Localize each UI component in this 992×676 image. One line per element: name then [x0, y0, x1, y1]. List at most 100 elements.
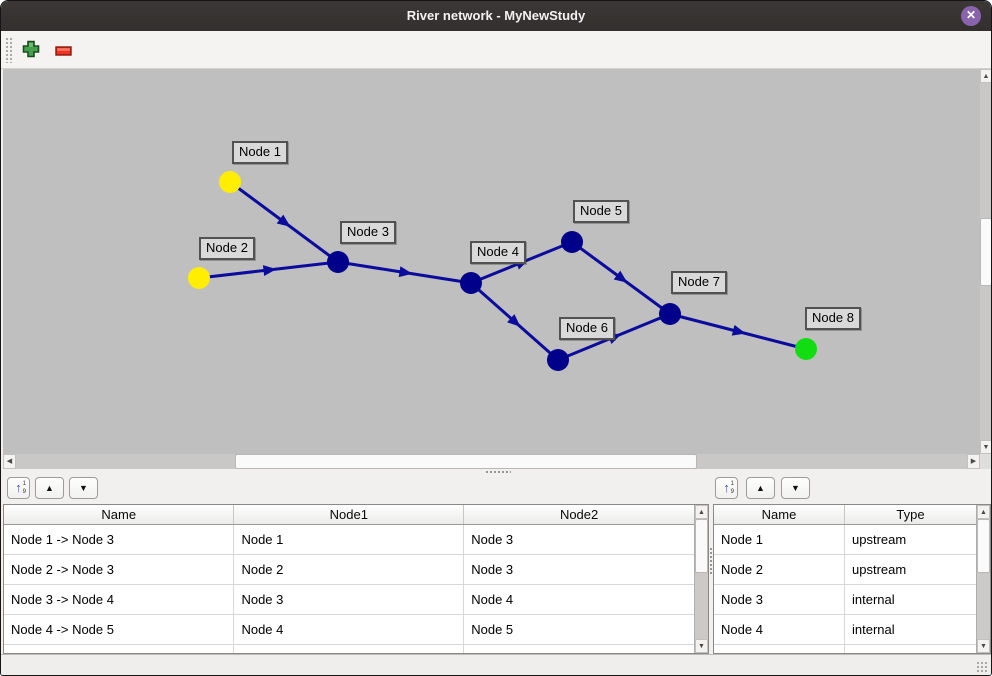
table-cell[interactable]: Node 2: [234, 555, 465, 585]
river-link[interactable]: [229, 180, 339, 264]
canvas-vertical-scrollbar[interactable]: ▲ ▼: [980, 69, 991, 454]
table-cell: [714, 645, 845, 653]
column-header-type[interactable]: Type: [896, 507, 925, 522]
scroll-up-icon[interactable]: ▲: [980, 69, 991, 83]
column-header-name[interactable]: Name: [714, 505, 845, 524]
link-table-move-down-button[interactable]: ▼: [69, 477, 98, 499]
river-link[interactable]: [669, 312, 807, 351]
scroll-down-icon[interactable]: ▼: [980, 440, 991, 454]
close-icon: ✕: [965, 8, 977, 22]
river-node[interactable]: [460, 272, 482, 294]
river-link[interactable]: [470, 281, 559, 362]
table-cell[interactable]: Node 3: [464, 525, 694, 555]
scroll-left-icon[interactable]: ◀: [3, 454, 16, 469]
title-bar[interactable]: River network - MyNewStudy ✕: [1, 1, 991, 31]
table-cell[interactable]: Node 1: [714, 525, 845, 555]
remove-node-button[interactable]: [55, 44, 72, 59]
node-label[interactable]: Node 1: [232, 141, 288, 164]
river-node[interactable]: [188, 267, 210, 289]
node-table-move-down-button[interactable]: ▼: [781, 477, 810, 499]
table-cell[interactable]: Node 1 -> Node 3: [4, 525, 235, 555]
table-cell[interactable]: Node 3 -> Node 4: [4, 585, 235, 615]
resize-grip-icon[interactable]: [976, 661, 988, 673]
table-vertical-scrollbar[interactable]: ▲▼: [976, 505, 990, 653]
table-cell[interactable]: Node 2 -> Node 3: [4, 555, 235, 585]
node-table-move-up-button[interactable]: ▲: [746, 477, 775, 499]
node-label[interactable]: Node 8: [805, 307, 861, 330]
node-label[interactable]: Node 6: [559, 317, 615, 340]
close-button[interactable]: ✕: [961, 6, 981, 26]
plus-icon: [22, 40, 40, 58]
river-node[interactable]: [219, 171, 241, 193]
river-link[interactable]: [571, 240, 671, 316]
canvas-horizontal-scrollbar[interactable]: ◀ ▶: [3, 454, 980, 469]
scroll-down-icon[interactable]: ▼: [977, 639, 990, 653]
river-node[interactable]: [327, 251, 349, 273]
table-cell[interactable]: Node 4: [714, 615, 845, 645]
river-link[interactable]: [198, 260, 339, 280]
scroll-up-icon[interactable]: ▲: [977, 505, 990, 519]
river-node[interactable]: [795, 338, 817, 360]
sort-icon: ↑: [15, 480, 22, 495]
node-label[interactable]: Node 4: [470, 241, 526, 264]
table-cell[interactable]: upstream: [845, 555, 976, 585]
node-label[interactable]: Node 2: [199, 237, 255, 260]
column-header-node2[interactable]: Node2: [559, 507, 599, 522]
column-header-name[interactable]: Name: [4, 505, 235, 524]
table-row-partial: [4, 645, 694, 653]
river-node[interactable]: [547, 349, 569, 371]
scroll-up-icon[interactable]: ▲: [695, 505, 708, 519]
vertical-splitter[interactable]: [709, 475, 713, 654]
table-cell[interactable]: Node 1: [234, 525, 465, 555]
node-label[interactable]: Node 5: [573, 200, 629, 223]
horizontal-splitter[interactable]: [1, 469, 991, 475]
table-cell[interactable]: Node 3: [464, 555, 694, 585]
down-arrow-icon: ▼: [79, 483, 88, 493]
table-cell[interactable]: Node 4: [234, 615, 465, 645]
scroll-down-icon[interactable]: ▼: [695, 639, 708, 653]
scroll-right-icon[interactable]: ▶: [967, 454, 980, 469]
table-cell: [845, 645, 976, 653]
toolbar-drag-handle[interactable]: [5, 37, 14, 63]
table-vscroll-thumb[interactable]: [977, 519, 990, 573]
table-cell[interactable]: Node 3: [714, 585, 845, 615]
add-node-button[interactable]: [22, 40, 40, 61]
node-label[interactable]: Node 7: [671, 271, 727, 294]
link-table-move-up-button[interactable]: ▲: [35, 477, 64, 499]
river-node[interactable]: [659, 303, 681, 325]
table-cell[interactable]: Node 4: [464, 585, 694, 615]
table-cell[interactable]: internal: [845, 615, 976, 645]
table-cell[interactable]: internal: [845, 585, 976, 615]
table-cell[interactable]: Node 3: [234, 585, 465, 615]
splitter-handle-icon: [485, 470, 511, 474]
canvas-hscroll-thumb[interactable]: [235, 454, 697, 469]
table-cell[interactable]: Node 2: [714, 555, 845, 585]
table-cell[interactable]: upstream: [845, 525, 976, 555]
minus-icon: [55, 46, 72, 56]
river-node[interactable]: [561, 231, 583, 253]
canvas-vscroll-thumb[interactable]: [980, 218, 991, 286]
table-vertical-scrollbar[interactable]: ▲▼: [694, 505, 708, 653]
table-cell: [464, 645, 694, 653]
table-cell[interactable]: Node 4 -> Node 5: [4, 615, 235, 645]
river-network-canvas[interactable]: Node 1 Node 2 Node 3 Node 4 Node 5 Node 6 Node…: [3, 69, 980, 454]
column-header-node1[interactable]: Node1: [234, 505, 465, 524]
up-arrow-icon: ▲: [756, 483, 765, 493]
table-cell[interactable]: Node 5: [464, 615, 694, 645]
table-vscroll-thumb[interactable]: [695, 519, 708, 573]
node-label[interactable]: Node 3: [340, 221, 396, 244]
river-link[interactable]: [337, 260, 472, 285]
table-header: Name Type: [714, 505, 976, 525]
